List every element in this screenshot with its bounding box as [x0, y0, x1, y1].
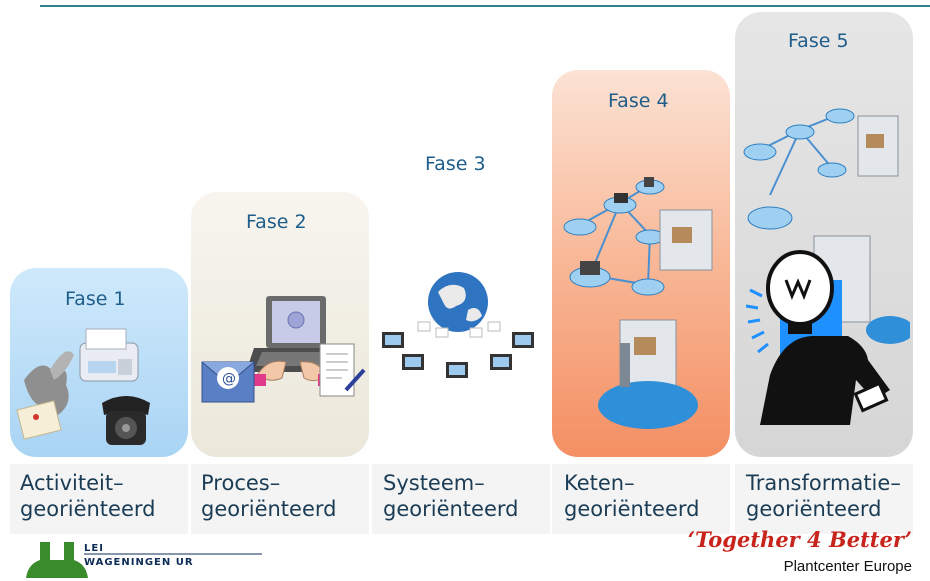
svg-text:@: @ — [222, 371, 236, 387]
wageningen-ur-text: WAGENINGEN UR — [84, 557, 194, 568]
phase-2-label: Fase 2 — [246, 211, 307, 233]
phase-4-caption-line2: georiënteerd — [564, 497, 700, 521]
phase-5-caption-line2: georiënteerd — [746, 497, 882, 521]
phase-1-caption-line2: georiënteerd — [20, 497, 156, 521]
slogan-text: ‘Together 4 Better’ — [687, 527, 912, 552]
phase-4-caption: Keten– georiënteerd — [564, 470, 699, 522]
phase-3-caption: Systeem– georiënteerd — [383, 470, 518, 522]
phase-3-label: Fase 3 — [425, 153, 486, 175]
lei-wageningen-logo — [26, 542, 262, 578]
phase-4-caption-line1: Keten– — [564, 471, 635, 495]
transformation-innovation-icon — [743, 108, 910, 425]
phase-1-caption: Activiteit– georiënteerd — [20, 470, 155, 522]
phase-4-label: Fase 4 — [608, 90, 669, 112]
phase-5-caption: Transformatie– georiënteerd — [746, 470, 901, 522]
caption-box-2 — [191, 464, 369, 534]
phase-2-caption-line1: Proces– — [201, 471, 281, 495]
email-laptop-document-icon: @ — [201, 296, 366, 403]
globe-network-icon — [382, 272, 534, 378]
phase-3-caption-line1: Systeem– — [383, 471, 485, 495]
phase-3-caption-line2: georiënteerd — [383, 497, 519, 521]
phase-2-caption-line2: georiënteerd — [201, 497, 337, 521]
lei-text: LEI — [84, 543, 104, 554]
pigeon-fax-phone-icon — [16, 328, 150, 445]
caption-box-1 — [10, 464, 188, 534]
phase-2-caption: Proces– georiënteerd — [201, 470, 336, 522]
caption-box-5 — [735, 464, 913, 534]
phase-5-label: Fase 5 — [788, 30, 849, 52]
top-divider-line — [40, 5, 930, 7]
phase-5-caption-line1: Transformatie– — [746, 471, 901, 495]
caption-box-4 — [552, 464, 730, 534]
plantcenter-text: Plantcenter Europe — [783, 558, 912, 575]
caption-box-3 — [372, 464, 550, 534]
supply-chain-network-icon — [563, 177, 713, 429]
phase-1-caption-line1: Activiteit– — [20, 471, 124, 495]
phase-1-label: Fase 1 — [65, 288, 126, 310]
